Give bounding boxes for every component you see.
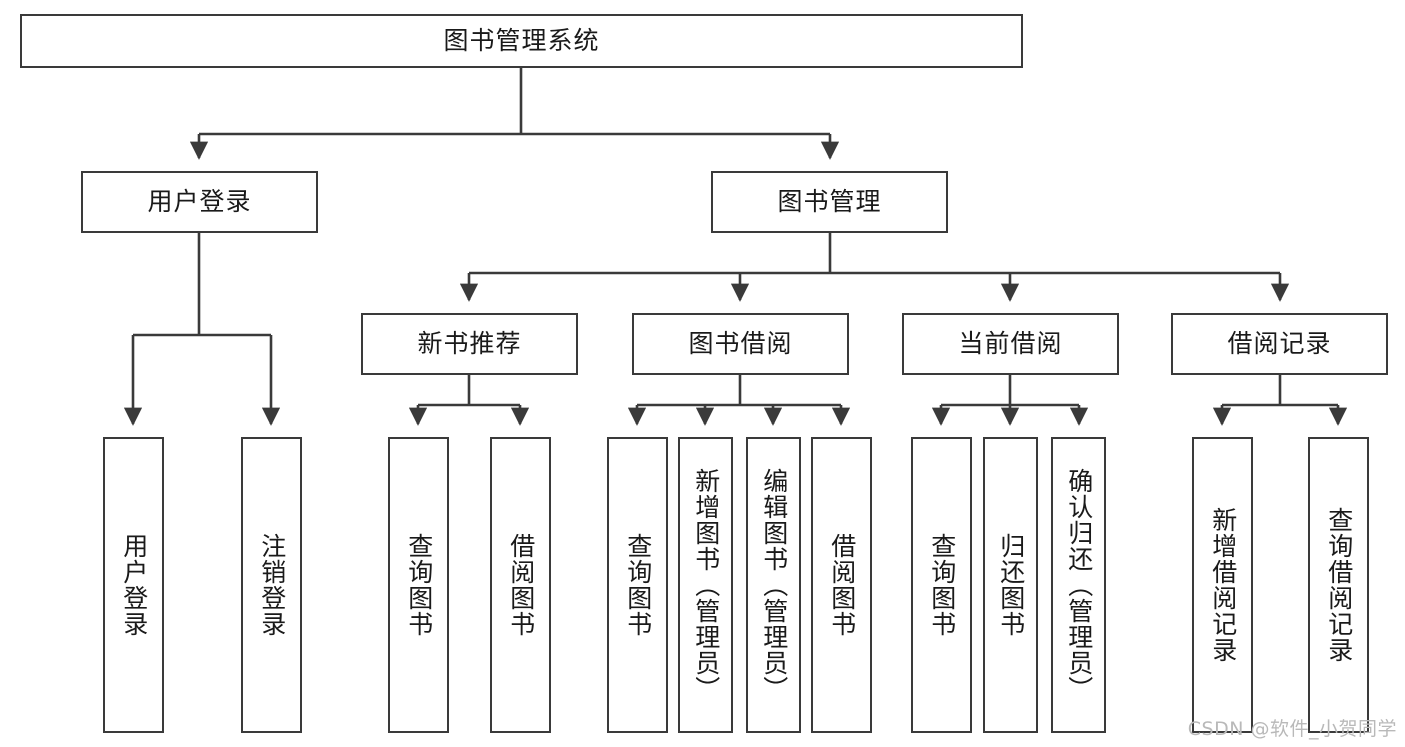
leaf-user-login-logout-label: 注销登录 [257, 533, 287, 637]
node-current-borrow-label: 当前借阅 [958, 329, 1063, 359]
leaf-current-borrow-confirm-return-admin-label: 确认归还（管理员） [1064, 468, 1094, 702]
node-new-book-recommend[interactable]: 新书推荐 [361, 313, 578, 375]
leaf-book-borrow-add-book-admin[interactable]: 新增图书（管理员） [678, 437, 733, 733]
leaf-book-borrow-borrow-book[interactable]: 借阅图书 [811, 437, 872, 733]
node-book-management[interactable]: 图书管理 [711, 171, 948, 233]
leaf-user-login-login-label: 用户登录 [119, 533, 149, 637]
node-borrow-record-label: 借阅记录 [1227, 329, 1332, 359]
leaf-borrow-record-query-record-label: 查询借阅记录 [1324, 507, 1354, 663]
leaf-book-borrow-edit-book-admin-label: 编辑图书（管理员） [759, 468, 789, 702]
leaf-current-borrow-confirm-return-admin[interactable]: 确认归还（管理员） [1051, 437, 1106, 733]
leaf-borrow-record-query-record[interactable]: 查询借阅记录 [1308, 437, 1369, 733]
node-borrow-record[interactable]: 借阅记录 [1171, 313, 1388, 375]
node-new-book-recommend-label: 新书推荐 [417, 329, 522, 359]
leaf-book-borrow-borrow-book-label: 借阅图书 [827, 533, 857, 637]
node-book-borrow-label: 图书借阅 [688, 329, 793, 359]
leaf-borrow-record-add-record-label: 新增借阅记录 [1208, 507, 1238, 663]
leaf-borrow-record-add-record[interactable]: 新增借阅记录 [1192, 437, 1253, 733]
node-book-management-label: 图书管理 [777, 187, 882, 217]
leaf-new-book-query-book-label: 查询图书 [404, 533, 434, 637]
leaf-new-book-borrow-book-label: 借阅图书 [506, 533, 536, 637]
leaf-current-borrow-return-book[interactable]: 归还图书 [983, 437, 1038, 733]
leaf-user-login-login[interactable]: 用户登录 [103, 437, 164, 733]
csdn-watermark: CSDN @软件_小贺同学 [1187, 718, 1397, 740]
leaf-current-borrow-return-book-label: 归还图书 [996, 533, 1026, 637]
leaf-book-borrow-add-book-admin-label: 新增图书（管理员） [691, 468, 721, 702]
node-root-system[interactable]: 图书管理系统 [20, 14, 1023, 68]
node-user-login-label: 用户登录 [147, 187, 252, 217]
leaf-new-book-borrow-book[interactable]: 借阅图书 [490, 437, 551, 733]
node-root-system-label: 图书管理系统 [443, 26, 600, 56]
leaf-book-borrow-query-book[interactable]: 查询图书 [607, 437, 668, 733]
leaf-current-borrow-query-book-label: 查询图书 [927, 533, 957, 637]
node-user-login[interactable]: 用户登录 [81, 171, 318, 233]
leaf-book-borrow-query-book-label: 查询图书 [623, 533, 653, 637]
node-current-borrow[interactable]: 当前借阅 [902, 313, 1119, 375]
node-book-borrow[interactable]: 图书借阅 [632, 313, 849, 375]
leaf-book-borrow-edit-book-admin[interactable]: 编辑图书（管理员） [746, 437, 801, 733]
leaf-user-login-logout[interactable]: 注销登录 [241, 437, 302, 733]
leaf-current-borrow-query-book[interactable]: 查询图书 [911, 437, 972, 733]
leaf-new-book-query-book[interactable]: 查询图书 [388, 437, 449, 733]
